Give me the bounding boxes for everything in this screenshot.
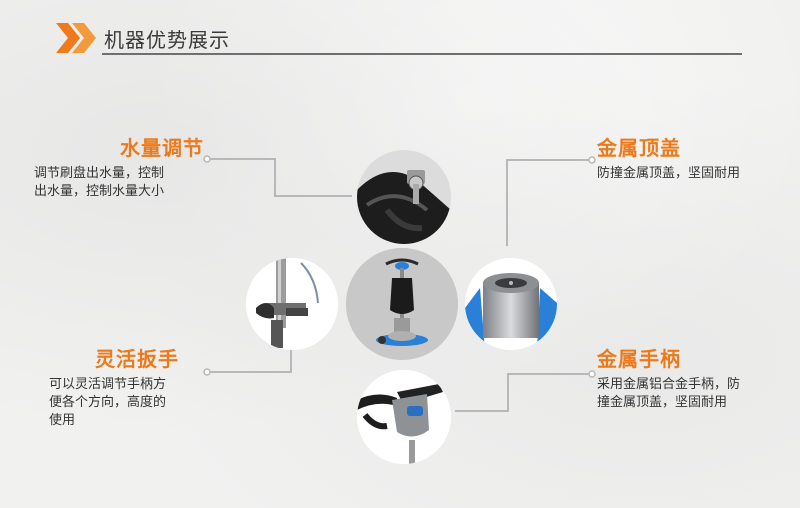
feature-metal-top: 金属顶盖 防撞金属顶盖，坚固耐用	[597, 132, 777, 183]
floor-scrubber-image	[346, 248, 458, 360]
feature-title: 水量调节	[120, 136, 204, 160]
feature-desc: 调节刷盘出水量，控制 出水量，控制水量大小	[34, 166, 165, 199]
header-divider	[102, 53, 742, 55]
feature-title: 金属顶盖	[597, 136, 681, 160]
feature-title: 金属手柄	[597, 347, 681, 371]
feature-desc: 可以灵活调节手柄方 便各个方向，高度的 使用	[49, 377, 167, 428]
header-title: 机器优势展示	[104, 28, 230, 52]
metal-top-cover-image	[465, 258, 557, 350]
flexible-wrench-image	[246, 258, 338, 350]
chevrons-icon	[56, 23, 96, 53]
water-adjust-image	[357, 150, 451, 244]
feature-title: 灵活扳手	[95, 347, 179, 371]
metal-handle-image	[357, 370, 451, 464]
feature-metal-handle: 金属手柄 采用金属铝合金手柄，防 撞金属顶盖，坚固耐用	[597, 343, 777, 412]
section-header: 机器优势展示	[0, 0, 800, 60]
feature-flexible-wrench: 灵活扳手 可以灵活调节手柄方 便各个方向，高度的 使用	[34, 343, 204, 430]
feature-desc: 采用金属铝合金手柄，防 撞金属顶盖，坚固耐用	[597, 377, 741, 410]
feature-desc: 防撞金属顶盖，坚固耐用	[597, 166, 741, 181]
feature-water-adjust: 水量调节 调节刷盘出水量，控制 出水量，控制水量大小	[34, 132, 204, 201]
